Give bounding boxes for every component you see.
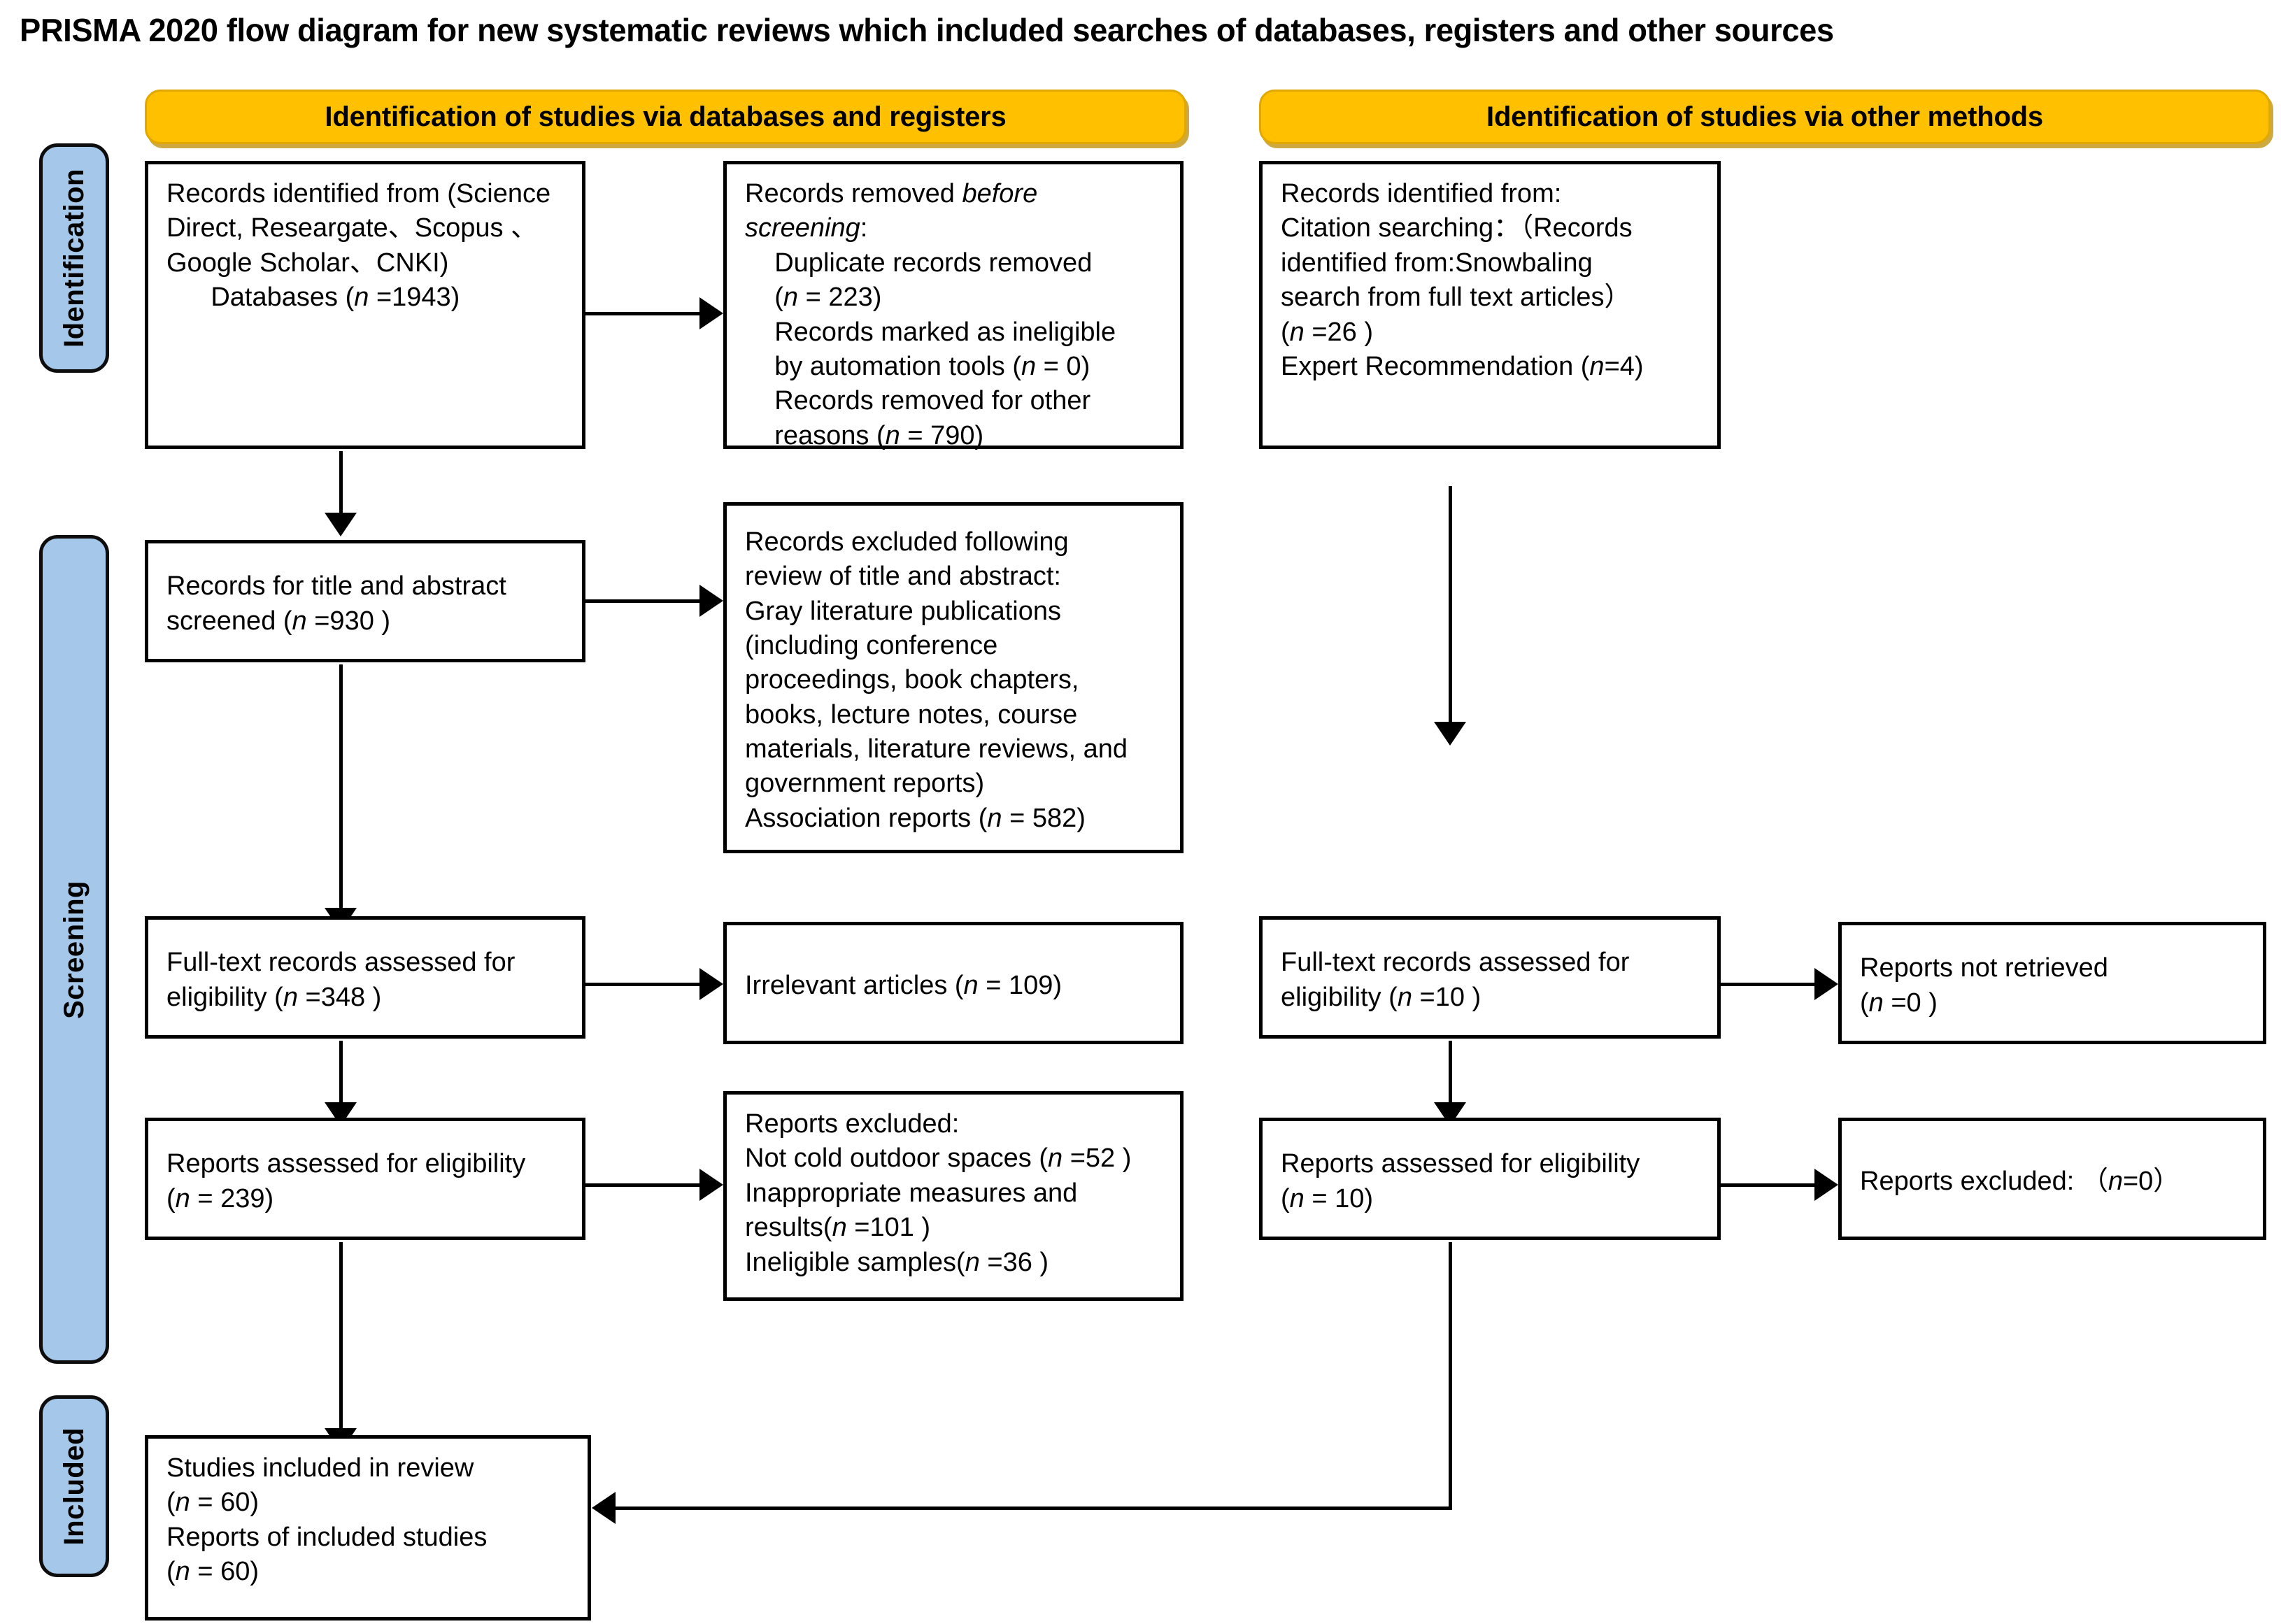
records-identified-line-1: Records identified from (Science: [166, 179, 551, 208]
section-header-other-methods: Identification of studies via other meth…: [1259, 90, 2271, 144]
records-removed-item-3: Records removed for other: [745, 386, 1091, 416]
records-excluded-line-3: Gray literature publications: [745, 596, 1061, 626]
box-reports-assessed-databases: Reports assessed for eligibility (n = 23…: [145, 1118, 585, 1240]
section-header-other-methods-label: Identification of studies via other meth…: [1486, 101, 2043, 132]
connector-other-methods-to-fulltext: [1449, 486, 1452, 724]
box-reports-excluded-other: Reports excluded: （n=0）: [1838, 1118, 2266, 1240]
studies-included-line-3: Reports of included studies: [166, 1522, 488, 1552]
records-excluded-line-6: books, lecture notes, course: [745, 699, 1078, 729]
connector-fulltext-other-to-reports-assessed-other: [1449, 1041, 1452, 1104]
studies-included-line-4: (n = 60): [166, 1557, 260, 1587]
connector-identified-to-removed: [585, 312, 699, 315]
records-removed-item-1: Duplicate records removed: [745, 248, 1093, 278]
page-title: PRISMA 2020 flow diagram for new systema…: [20, 12, 1834, 48]
records-removed-heading-2: screening:: [745, 213, 868, 243]
connector-fulltext-other-to-not-retrieved: [1721, 983, 1814, 986]
records-removed-item-2-count: by automation tools (n = 0): [745, 351, 1090, 381]
not-retrieved-line-1: Reports not retrieved: [1860, 953, 2108, 983]
records-screened-line-1: Records for title and abstract: [166, 571, 506, 601]
box-records-excluded-title-abstract: Records excluded following review of tit…: [723, 502, 1184, 853]
reports-excluded-other-line-1: Reports excluded: （n=0）: [1860, 1166, 2180, 1196]
records-excluded-line-9: Association reports (n = 582): [745, 803, 1086, 833]
records-removed-item-1-count: (n = 223): [745, 283, 882, 313]
irrelevant-line-1: Irrelevant articles (n = 109): [745, 970, 1063, 1000]
box-records-identified-databases: Records identified from (Science Direct,…: [145, 161, 585, 449]
records-excluded-line-1: Records excluded following: [745, 527, 1069, 557]
box-fulltext-assessed-databases: Full-text records assessed for eligibili…: [145, 916, 585, 1039]
studies-included-line-2: (n = 60): [166, 1488, 260, 1518]
connector-other-to-included-vertical: [1449, 1242, 1452, 1509]
arrow-screened-to-excluded: [699, 585, 723, 617]
records-excluded-line-8: government reports): [745, 769, 985, 799]
records-identified-other-line-4: search from full text articles）: [1281, 283, 1631, 313]
records-removed-item-2: Records marked as ineligible: [745, 317, 1116, 347]
connector-fulltext-to-reports-assessed: [339, 1041, 343, 1104]
records-excluded-line-7: materials, literature reviews, and: [745, 734, 1128, 764]
reports-excluded-db-line-3: Inappropriate measures and: [745, 1178, 1078, 1208]
box-reports-assessed-other: Reports assessed for eligibility (n = 10…: [1259, 1118, 1721, 1240]
records-identified-line-2: Direct, Researgate、Scopus 、: [166, 213, 538, 243]
connector-identified-to-screened: [339, 451, 343, 514]
connector-fulltext-to-irrelevant: [585, 983, 699, 986]
box-records-screened: Records for title and abstract screened …: [145, 540, 585, 662]
arrow-identified-to-removed: [699, 297, 723, 329]
stage-tab-included: Included: [39, 1395, 109, 1577]
stage-tab-screening-label: Screening: [58, 880, 90, 1019]
records-identified-other-line-5: (n =26 ): [1281, 317, 1374, 347]
arrow-fulltext-other-to-not-retrieved: [1814, 968, 1838, 1000]
records-identified-line-3: Google Scholar、CNKI): [166, 248, 449, 278]
connector-reports-assessed-to-included: [339, 1242, 343, 1430]
stage-tab-included-label: Included: [58, 1427, 90, 1546]
box-records-identified-other-methods: Records identified from: Citation search…: [1259, 161, 1721, 449]
box-records-removed-before-screening: Records removed before screening: Duplic…: [723, 161, 1184, 450]
records-excluded-line-4: (including conference: [745, 630, 998, 660]
section-header-databases: Identification of studies via databases …: [145, 90, 1186, 144]
connector-screened-to-excluded: [585, 599, 699, 603]
arrow-reports-assessed-other-to-excluded-other: [1814, 1169, 1838, 1201]
box-irrelevant-articles: Irrelevant articles (n = 109): [723, 922, 1184, 1044]
stage-tab-identification-label: Identification: [58, 169, 90, 348]
stage-tab-identification: Identification: [39, 143, 109, 373]
fulltext-db-line-1: Full-text records assessed for: [166, 948, 516, 978]
reports-assessed-other-line-1: Reports assessed for eligibility: [1281, 1149, 1640, 1179]
arrow-other-methods-to-fulltext: [1434, 722, 1466, 746]
records-identified-other-line-2: Citation searching：（Records: [1281, 213, 1633, 243]
connector-other-to-included-horizontal: [616, 1507, 1452, 1510]
box-reports-excluded-databases: Reports excluded: Not cold outdoor space…: [723, 1091, 1184, 1301]
connector-screened-to-fulltext: [339, 664, 343, 909]
arrow-other-to-included: [592, 1492, 616, 1524]
box-studies-included: Studies included in review (n = 60) Repo…: [145, 1435, 591, 1621]
connector-reports-assessed-to-excluded: [585, 1183, 699, 1187]
reports-excluded-db-line-1: Reports excluded:: [745, 1109, 960, 1139]
fulltext-db-line-2: eligibility (n =348 ): [166, 982, 382, 1012]
fulltext-other-line-2: eligibility (n =10 ): [1281, 982, 1481, 1012]
records-excluded-line-5: proceedings, book chapters,: [745, 665, 1079, 695]
reports-assessed-db-line-2: (n = 239): [166, 1183, 274, 1213]
records-removed-item-3-count: reasons (n = 790): [745, 420, 984, 450]
box-reports-not-retrieved: Reports not retrieved (n =0 ): [1838, 922, 2266, 1044]
reports-excluded-db-line-4: results(n =101 ): [745, 1213, 931, 1243]
reports-assessed-other-line-2: (n = 10): [1281, 1183, 1374, 1213]
records-excluded-line-2: review of title and abstract:: [745, 562, 1061, 592]
records-identified-other-line-3: identified from:Snowbaling: [1281, 248, 1593, 278]
reports-assessed-db-line-1: Reports assessed for eligibility: [166, 1149, 526, 1179]
box-fulltext-assessed-other: Full-text records assessed for eligibili…: [1259, 916, 1721, 1039]
reports-excluded-db-line-2: Not cold outdoor spaces (n =52 ): [745, 1144, 1132, 1174]
studies-included-line-1: Studies included in review: [166, 1453, 474, 1483]
section-header-databases-label: Identification of studies via databases …: [325, 101, 1007, 132]
records-identified-other-line-6: Expert Recommendation (n=4): [1281, 351, 1644, 381]
arrow-fulltext-to-irrelevant: [699, 968, 723, 1000]
records-removed-heading-1: Records removed before: [745, 179, 1038, 208]
fulltext-other-line-1: Full-text records assessed for: [1281, 948, 1630, 978]
connector-reports-assessed-other-to-excluded-other: [1721, 1183, 1814, 1187]
stage-tab-screening: Screening: [39, 535, 109, 1364]
arrow-identified-to-screened: [325, 513, 357, 536]
records-identified-line-4: Databases (n =1943): [166, 283, 460, 313]
arrow-reports-assessed-to-excluded: [699, 1169, 723, 1201]
not-retrieved-line-2: (n =0 ): [1860, 988, 1938, 1018]
reports-excluded-db-line-5: Ineligible samples(n =36 ): [745, 1247, 1049, 1277]
records-screened-line-2: screened (n =930 ): [166, 606, 391, 636]
records-identified-other-line-1: Records identified from:: [1281, 179, 1562, 208]
